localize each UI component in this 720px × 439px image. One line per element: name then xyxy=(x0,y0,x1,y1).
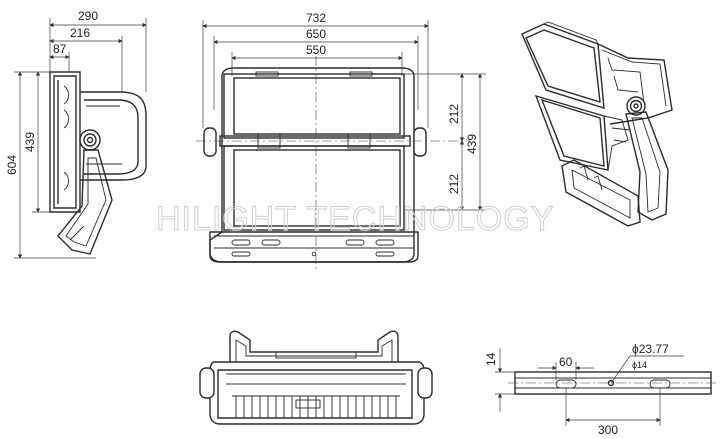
dim-300-label: 300 xyxy=(598,423,618,437)
dim-216-label: 216 xyxy=(70,26,90,40)
isometric-view xyxy=(521,21,673,227)
bottom-view xyxy=(199,330,433,425)
dim-14-label: 14 xyxy=(484,352,498,366)
dim-60-label: 60 xyxy=(559,355,573,369)
dim-550-label: 550 xyxy=(306,43,326,57)
dim-hole-label: ϕ23.77 xyxy=(632,342,669,356)
dim-439-front-label: 439 xyxy=(465,134,479,154)
dim-650-label: 650 xyxy=(306,27,326,41)
front-view xyxy=(196,20,486,270)
dim-87-label: 87 xyxy=(53,42,67,56)
dim-732-label: 732 xyxy=(306,11,326,25)
dim-439-side-label: 439 xyxy=(23,132,37,152)
bracket-detail xyxy=(495,348,716,426)
dim-212-top-label: 212 xyxy=(447,104,461,124)
watermark-text: HILIGHT TECHNOLOGY xyxy=(156,200,554,238)
dim-hole-small-label: ϕ14 xyxy=(632,360,647,370)
dim-604-label: 604 xyxy=(5,155,19,175)
dim-212-bottom-label: 212 xyxy=(447,174,461,194)
side-view xyxy=(14,18,147,259)
dim-290-label: 290 xyxy=(78,9,98,23)
